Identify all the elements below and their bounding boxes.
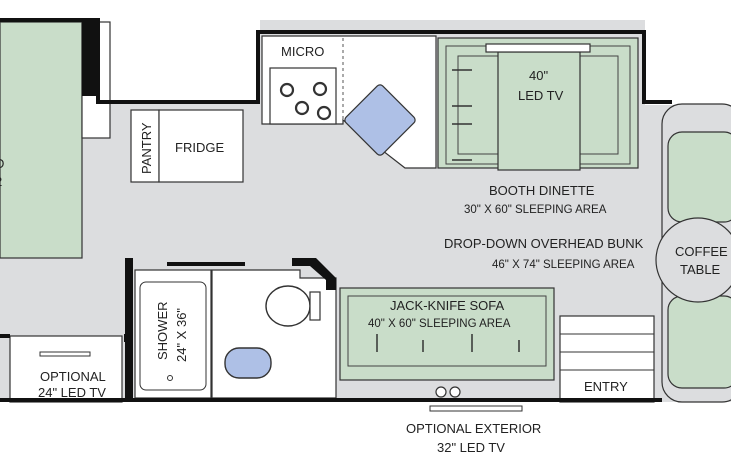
coffee-label: COFFEE	[675, 244, 728, 259]
burner-icon	[279, 82, 295, 98]
optional-tv-panel	[39, 351, 91, 357]
entry-label: ENTRY	[584, 379, 628, 394]
fridge-label: FRIDGE	[175, 140, 224, 155]
tv-size-label: 40"	[529, 68, 548, 83]
tv-panel	[485, 43, 591, 53]
bed-label-fragment-2: 2	[0, 174, 2, 189]
exterior-tv-panel	[429, 405, 523, 412]
toilet-tank	[309, 291, 321, 321]
overhead-sleeping-label: 46" X 74" SLEEPING AREA	[492, 259, 635, 271]
bath-sink	[224, 347, 272, 379]
cab-seat-front	[667, 131, 731, 223]
pantry	[130, 109, 160, 183]
kitchen-sink	[344, 84, 416, 156]
shower-size-label: 24" X 36"	[174, 308, 189, 362]
toilet-icon	[265, 285, 311, 327]
tv-type-label: LED TV	[518, 88, 564, 103]
pantry-label: PANTRY	[139, 122, 154, 174]
overhead-bunk-label: DROP-DOWN OVERHEAD BUNK	[444, 236, 644, 251]
burner-icon	[316, 105, 332, 121]
burner-icon	[312, 81, 328, 97]
coffee-table	[655, 217, 731, 303]
exterior-walls	[0, 18, 672, 402]
outside-top-right	[645, 0, 731, 105]
optional-label: OPTIONAL	[40, 369, 106, 384]
exterior-tv-label: 32" LED TV	[437, 440, 505, 455]
shower-label: SHOWER	[155, 302, 170, 361]
sofa-sleeping-label: 40" X 60" SLEEPING AREA	[368, 318, 511, 330]
shower-drain-icon	[167, 375, 173, 381]
jack-knife-sofa	[339, 287, 555, 381]
interior-walls	[0, 258, 336, 402]
sofa-label: JACK-KNIFE SOFA	[390, 298, 504, 313]
fridge	[158, 109, 244, 183]
booth-sleeping-label: 30" X 60" SLEEPING AREA	[464, 204, 607, 216]
bath-vanity	[211, 269, 337, 399]
micro-label: MICRO	[281, 44, 324, 59]
stove	[269, 67, 337, 125]
optional-tv-label: 24" LED TV	[38, 385, 106, 400]
outside-top-left	[100, 0, 260, 100]
sofa-cushion-outline	[347, 295, 547, 367]
exterior-light-icon	[449, 386, 461, 398]
optional-exterior-label: OPTIONAL EXTERIOR	[406, 421, 541, 436]
burner-icon	[294, 100, 310, 116]
bedroom-wall-block	[82, 22, 100, 96]
shower-pan	[139, 281, 207, 391]
bedroom-bed	[0, 21, 83, 259]
table-label: TABLE	[680, 262, 721, 277]
booth-dinette-label: BOOTH DINETTE	[489, 183, 595, 198]
exterior-light-icon	[435, 386, 447, 398]
bed-label-fragment-1: D	[0, 156, 4, 171]
cab-seat-back	[667, 295, 731, 389]
